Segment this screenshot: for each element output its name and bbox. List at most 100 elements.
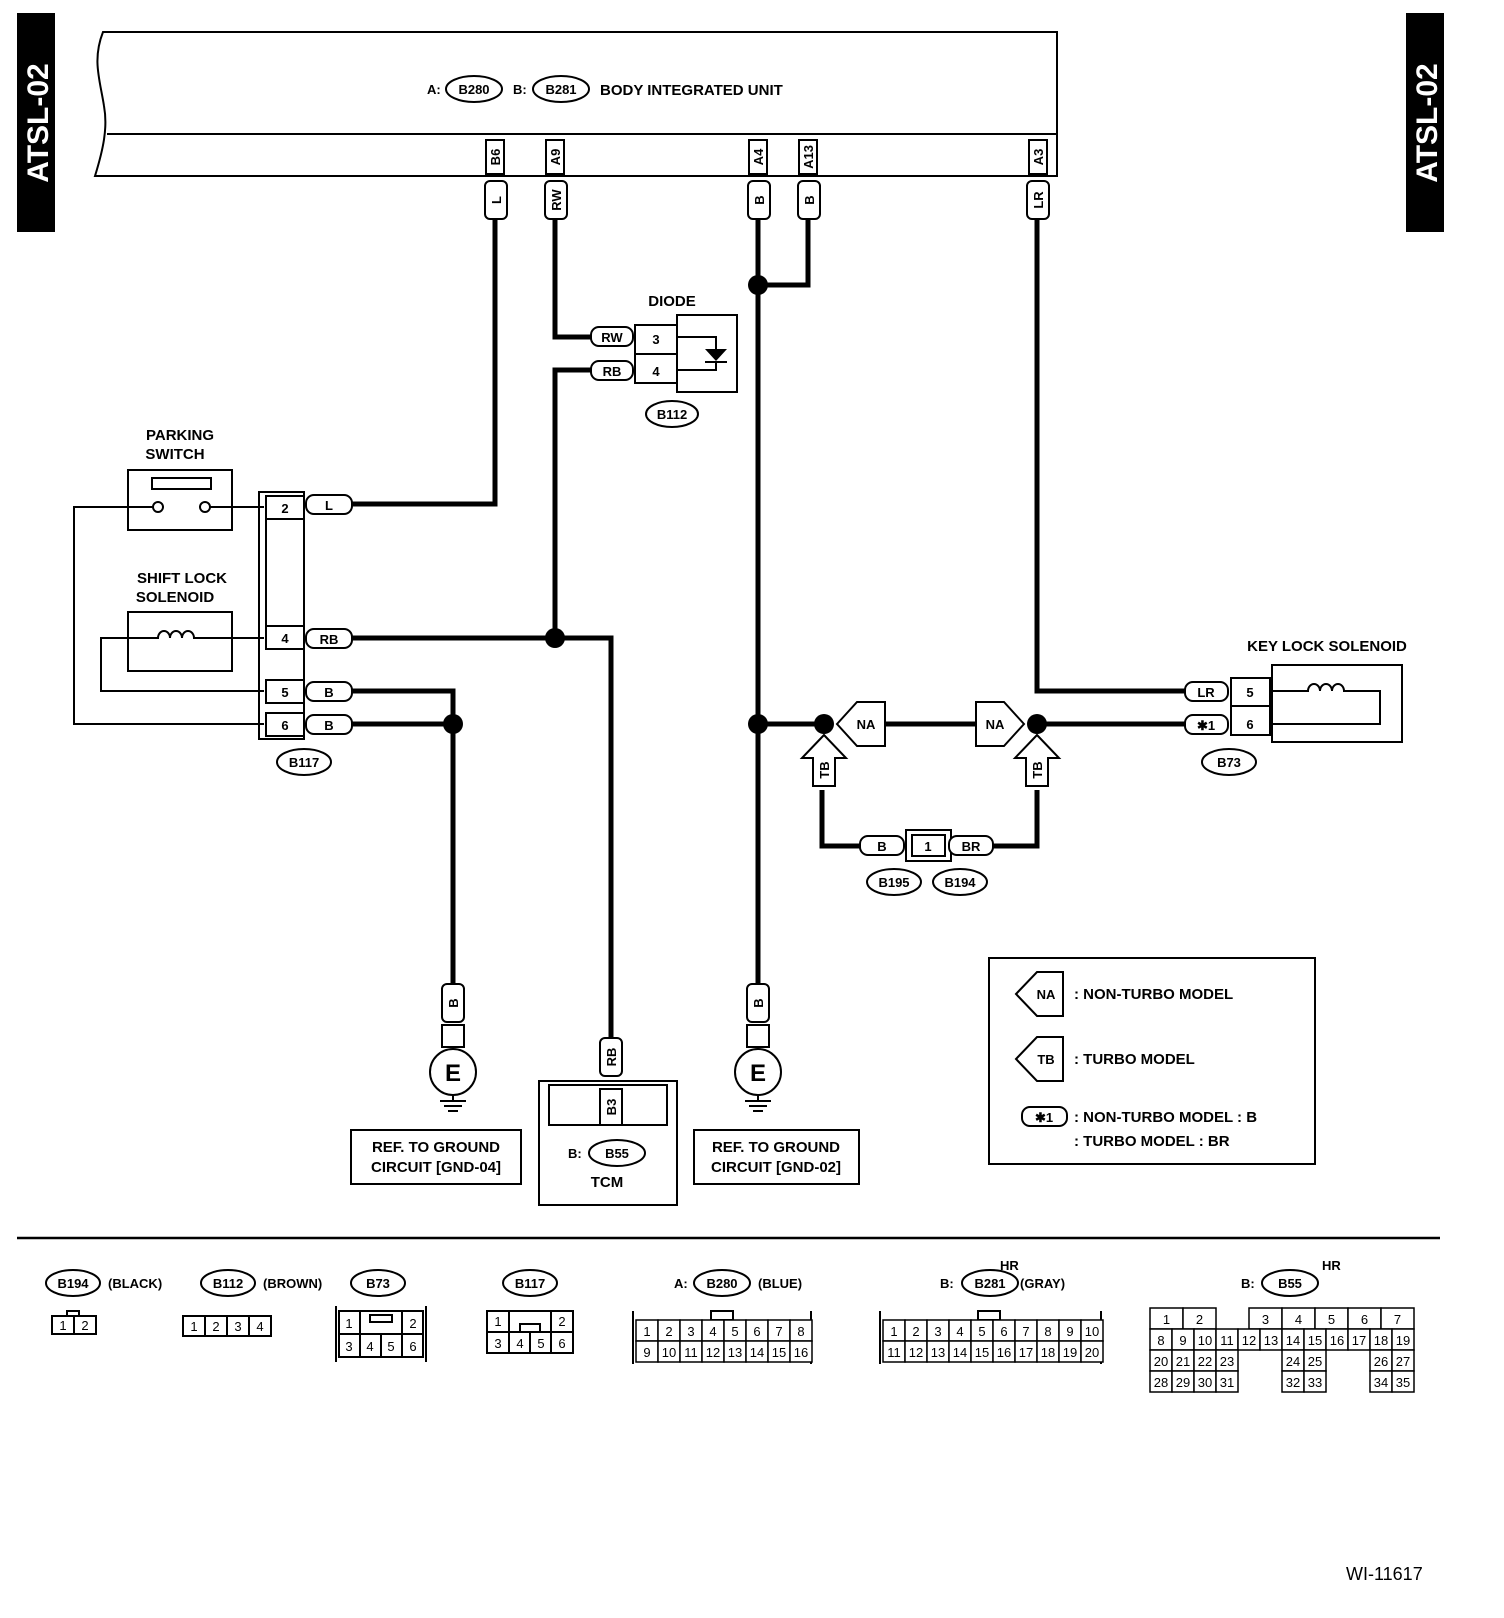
tcm-pin-b3: B3 (604, 1099, 619, 1116)
connector-b73-label: B73 (1217, 755, 1241, 770)
b280-pin-label: 16 (794, 1345, 808, 1360)
ground-symbol: E (445, 1060, 461, 1087)
junction-wire-br: BR (962, 839, 981, 854)
b55-pin (1303, 1370, 1327, 1393)
svg-text:4: 4 (516, 1336, 523, 1351)
b281-pin-label: 3 (934, 1324, 941, 1339)
svg-text:1: 1 (494, 1314, 501, 1329)
b117-pin-2: 2 (281, 501, 288, 516)
body-unit-connector-a: B280 (458, 82, 489, 97)
b55-pin-label: 5 (1328, 1312, 1335, 1327)
shift-lock-solenoid: SHIFT LOCK SOLENOID (100, 570, 264, 692)
pin-a13: A13 (801, 145, 816, 169)
b280-pin-label: 1 (643, 1324, 650, 1339)
svg-text:RB: RB (604, 1048, 619, 1067)
b280-pin-label: 6 (753, 1324, 760, 1339)
connector-b112-label: B112 (657, 407, 687, 422)
b280-pin-label: 11 (684, 1345, 698, 1360)
svg-text:2: 2 (81, 1318, 88, 1333)
diode-pin-4: 4 (652, 364, 660, 379)
b55-pin (1215, 1370, 1239, 1393)
b281-pin-label: 11 (887, 1345, 901, 1360)
svg-text:B73: B73 (366, 1276, 390, 1291)
ground-gnd-02: B E REF. TO GROUND CIRCUIT [GND-02] (693, 983, 860, 1185)
b55-pin-label: 35 (1396, 1375, 1410, 1390)
svg-text:TB: TB (817, 761, 832, 778)
b55-pin-label: 7 (1394, 1312, 1401, 1327)
svg-text:A:: A: (674, 1276, 688, 1291)
figure-id: WI-11617 (1346, 1564, 1423, 1584)
b281-pin-label: 7 (1022, 1324, 1029, 1339)
b280-pin (789, 1340, 813, 1363)
svg-text:NA: NA (986, 717, 1005, 732)
b55-pin-label: 12 (1242, 1333, 1256, 1348)
svg-text:6: 6 (558, 1336, 565, 1351)
b281-pin (1080, 1340, 1104, 1363)
b117-wire-rb: RB (320, 632, 339, 647)
svg-text:1: 1 (345, 1316, 352, 1331)
b55-pin-label: 14 (1286, 1333, 1300, 1348)
legend-star-line2: : TURBO MODEL : BR (1074, 1133, 1230, 1150)
b55-pin-label: 4 (1295, 1312, 1302, 1327)
pin-a4: A4 (751, 148, 766, 165)
b55-pin-label: 28 (1154, 1375, 1168, 1390)
b281-pin-label: 14 (953, 1345, 967, 1360)
b55-pin-label: 13 (1264, 1333, 1278, 1348)
b281-pin-label: 17 (1019, 1345, 1033, 1360)
b281-pin-label: 1 (890, 1324, 897, 1339)
b280-pin-label: 10 (662, 1345, 676, 1360)
b281-pin-label: 9 (1066, 1324, 1073, 1339)
b280-pin-label: 5 (731, 1324, 738, 1339)
b55-pin-label: 21 (1176, 1354, 1190, 1369)
svg-text:3: 3 (234, 1319, 241, 1334)
key-lock-solenoid: KEY LOCK SOLENOID 5 6 LR ✱1 B73 (1184, 638, 1407, 776)
b55-pin-label: 23 (1220, 1354, 1234, 1369)
b280-pin-label: 15 (772, 1345, 786, 1360)
svg-text:2: 2 (212, 1319, 219, 1334)
b55-pin-label: 1 (1163, 1312, 1170, 1327)
svg-text:B117: B117 (515, 1276, 545, 1291)
shift-lock-title-1: SHIFT LOCK (137, 570, 227, 587)
tb-flag-right: TB (1012, 733, 1062, 787)
b280-pin-label: 2 (665, 1324, 672, 1339)
diode-wire-rw: RW (601, 330, 623, 345)
b55-pin-label: 6 (1361, 1312, 1368, 1327)
svg-text:B: B (751, 998, 766, 1007)
svg-text:2: 2 (409, 1316, 416, 1331)
key-lock-pin-6: 6 (1246, 717, 1253, 732)
pin-b6: B6 (488, 149, 503, 166)
svg-text:B:: B: (940, 1276, 954, 1291)
b55-pin-label: 24 (1286, 1354, 1300, 1369)
svg-text:HR: HR (1000, 1258, 1019, 1273)
b280-pin-label: 4 (709, 1324, 716, 1339)
b55-pin-label: 31 (1220, 1375, 1234, 1390)
connector-view-b112: B112 (BROWN) 1 2 3 4 (182, 1269, 322, 1337)
svg-text:5: 5 (387, 1339, 394, 1354)
svg-text:B: B (446, 998, 461, 1007)
b281-pin-label: 15 (975, 1345, 989, 1360)
b55-pin-label: 33 (1308, 1375, 1322, 1390)
wire-tag-b: B (802, 195, 817, 204)
svg-text:B:: B: (568, 1146, 582, 1161)
b281-pin-label: 2 (912, 1324, 919, 1339)
b281-pin-label: 13 (931, 1345, 945, 1360)
b55-pin-label: 20 (1154, 1354, 1168, 1369)
b281-pin-label: 12 (909, 1345, 923, 1360)
ground-symbol: E (750, 1060, 766, 1087)
b281-pin-label: 19 (1063, 1345, 1077, 1360)
body-unit-pins: B6 A9 A4 A13 A3 (485, 139, 1048, 175)
diode-title: DIODE (648, 293, 696, 310)
diode-wire-rb: RB (603, 364, 622, 379)
b55-pin-label: 22 (1198, 1354, 1212, 1369)
connector-view-b117: B117 1 2 3 4 5 6 (486, 1269, 574, 1354)
b55-pin-label: 25 (1308, 1354, 1322, 1369)
b55-pin-label: 30 (1198, 1375, 1212, 1390)
legend-na-text: : NON-TURBO MODEL (1074, 986, 1233, 1003)
b280-pin-label: 14 (750, 1345, 764, 1360)
b281-pin-label: 10 (1085, 1324, 1099, 1339)
b281-pin-label: 6 (1000, 1324, 1007, 1339)
svg-text:(GRAY): (GRAY) (1020, 1276, 1065, 1291)
svg-text:CIRCUIT [GND-02]: CIRCUIT [GND-02] (711, 1159, 841, 1176)
